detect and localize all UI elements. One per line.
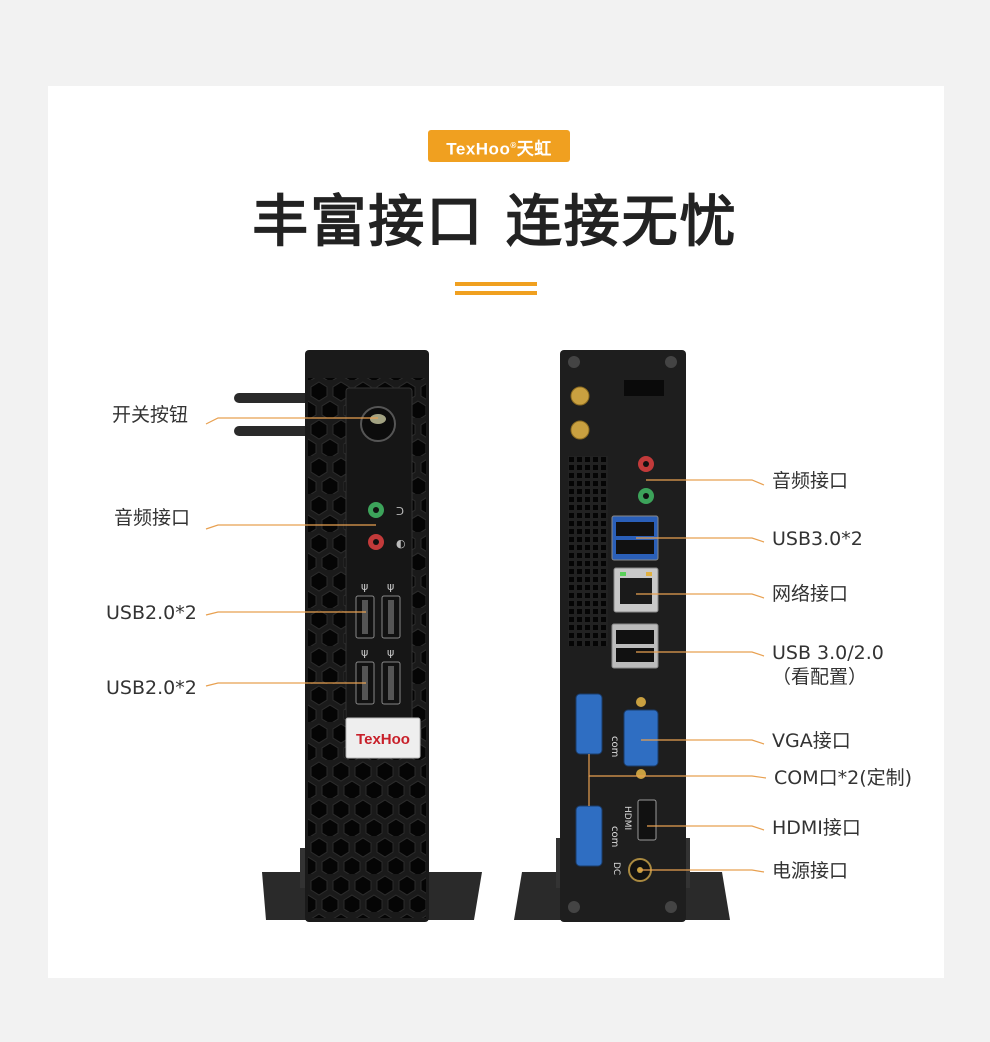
rear-usb32-port-1	[616, 630, 654, 644]
usb-icon-2: ψ	[387, 580, 394, 593]
leader-usb-a	[205, 611, 366, 616]
label-usb3: USB3.0*2	[772, 528, 863, 550]
page-title: 丰富接口 连接无忧	[252, 190, 738, 255]
leader-usb3	[636, 537, 765, 543]
usb-icon-4: ψ	[387, 646, 394, 659]
label-front-audio: 音频接口	[114, 507, 191, 529]
label-usb32-line1: USB 3.0/2.0	[772, 642, 884, 664]
rear-screw-br	[665, 901, 677, 913]
front-audio-green-hole	[373, 507, 379, 513]
rear-audio-red-hole	[643, 461, 649, 467]
rear-com-port-1	[575, 693, 603, 755]
vga-screw-bottom	[636, 769, 646, 779]
front-unit: ᑐ ◐ ψ ψ ψ ψ TexHoo	[234, 350, 482, 922]
com-mark-1: com	[609, 736, 620, 757]
hdmi-mark: HDMI	[622, 806, 632, 830]
rear-lan-socket	[620, 578, 652, 604]
label-power-button: 开关按钮	[112, 404, 189, 426]
rear-audio-green-hole	[643, 493, 649, 499]
antenna-bottom	[234, 426, 310, 436]
usb-icon-3: ψ	[361, 646, 368, 659]
vga-screw-top	[636, 697, 646, 707]
headphone-icon: ᑐ	[396, 505, 404, 518]
leader-lines	[205, 417, 767, 873]
brand-cn: 天虹	[516, 139, 552, 159]
rear-usb32-port-2	[616, 648, 654, 662]
label-vga: VGA接口	[772, 730, 851, 752]
rear-vga-port	[623, 709, 659, 767]
leader-power-rear	[640, 869, 765, 873]
content-card	[48, 86, 944, 978]
rear-vent-grille	[568, 456, 608, 646]
front-usb-2-tongue	[388, 600, 394, 634]
leader-power	[205, 417, 378, 425]
antenna-connector-1	[570, 386, 590, 406]
rear-hdmi-port	[637, 799, 657, 841]
leader-usb-b	[205, 682, 366, 687]
leader-vga	[641, 739, 765, 745]
label-rear-audio: 音频接口	[772, 470, 849, 492]
front-usb-1-tongue	[362, 600, 368, 634]
rear-com-port-2	[575, 805, 603, 867]
leader-hdmi	[647, 825, 765, 831]
rear-screw-tl	[568, 356, 580, 368]
leader-rear-audio	[646, 479, 765, 486]
front-usb-4-tongue	[388, 666, 394, 700]
dc-mark: DC	[611, 862, 621, 875]
label-front-usb-a: USB2.0*2	[106, 602, 197, 624]
front-badge-text: TexHoo	[356, 731, 410, 748]
rear-lan-led-green	[620, 572, 626, 576]
leader-front-audio	[205, 524, 376, 530]
label-usb32-line2: （看配置）	[772, 666, 868, 688]
brand-name: TexHoo	[446, 139, 511, 159]
rear-usb3-port-1	[616, 522, 654, 536]
label-hdmi: HDMI接口	[772, 817, 861, 839]
mic-icon: ◐	[396, 537, 406, 550]
label-com: COM口*2(定制)	[774, 767, 913, 789]
accent-bar-bottom	[455, 291, 537, 295]
front-stand-post-left	[300, 848, 308, 888]
rear-lan-led-amber	[646, 572, 652, 576]
rear-usb3-port-2	[616, 540, 654, 554]
leader-com-a	[588, 754, 767, 779]
label-front-usb-b: USB2.0*2	[106, 677, 197, 699]
front-audio-red-hole	[373, 539, 379, 545]
rear-unit: com com HDMI DC	[514, 350, 730, 922]
antenna-top	[234, 393, 310, 403]
accent-bar-top	[455, 282, 537, 286]
antenna-connector-2	[570, 420, 590, 440]
leader-lan	[636, 593, 765, 599]
power-button-highlight	[370, 414, 386, 424]
label-rear-power: 电源接口	[772, 860, 849, 882]
brand-mark: ®	[510, 141, 517, 150]
rear-screw-bl	[568, 901, 580, 913]
rear-screw-tr	[665, 356, 677, 368]
front-badge	[345, 717, 421, 759]
leader-usb32	[636, 651, 765, 657]
rear-slot	[624, 380, 664, 396]
label-lan: 网络接口	[772, 583, 849, 605]
brand-logo: TexHoo®天虹	[428, 130, 570, 162]
com-mark-2: com	[609, 826, 620, 847]
usb-icon-1: ψ	[361, 580, 368, 593]
